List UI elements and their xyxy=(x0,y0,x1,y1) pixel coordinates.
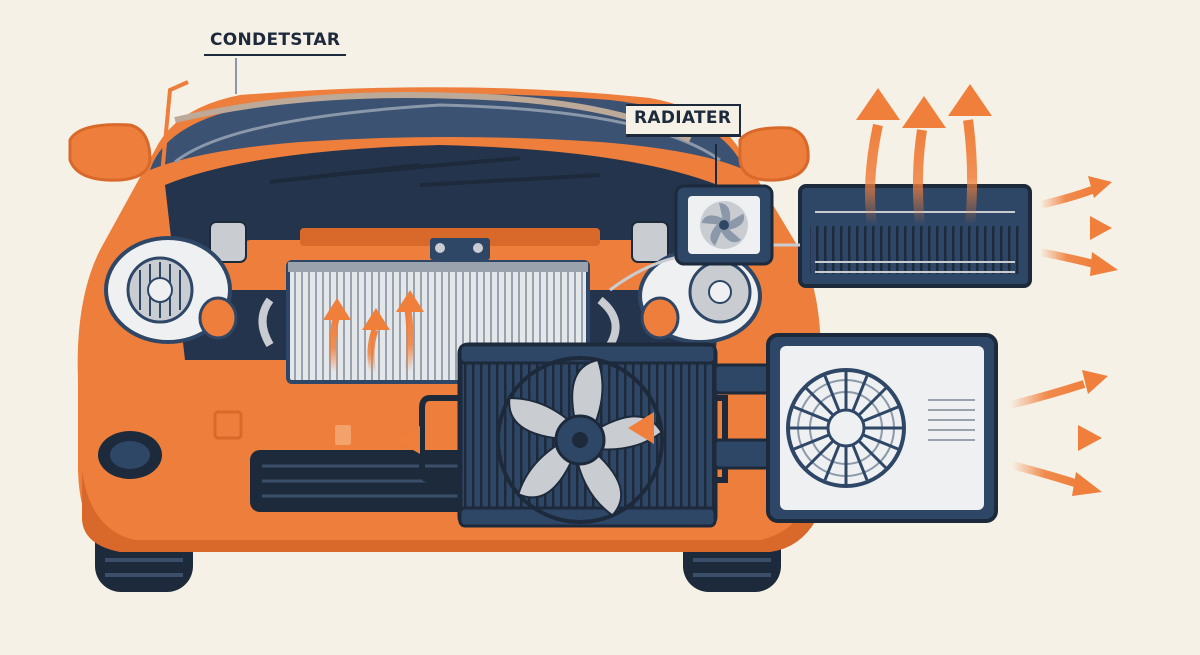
airflow-arrow-icon xyxy=(902,96,946,226)
airflow-arrow-icon xyxy=(1039,176,1112,209)
condenser-label: CONDETSTAR xyxy=(204,28,347,56)
airflow-arrow-icon xyxy=(1012,425,1102,451)
main-radiator-fan xyxy=(419,342,772,528)
airflow-arrow-icon xyxy=(1039,248,1118,276)
fan-icon xyxy=(700,201,748,249)
airflow-arrow-icon xyxy=(396,290,424,373)
hood xyxy=(150,94,745,170)
condenser-fan-unit xyxy=(766,333,998,523)
airflow-arrow-icon xyxy=(856,88,900,226)
fan-module-small xyxy=(609,184,800,292)
airflow-arrow-icon xyxy=(628,412,720,444)
airflow-arrow-icon xyxy=(362,308,390,373)
airflow-arrow-icon xyxy=(323,298,351,373)
radiator-unit xyxy=(798,184,1032,288)
airflow-arrows xyxy=(323,84,1118,496)
airflow-arrow-icon xyxy=(948,84,992,226)
left-headlight xyxy=(104,236,238,344)
right-mirror xyxy=(738,126,810,182)
airflow-arrow-icon xyxy=(1009,370,1108,409)
airflow-arrow-icon xyxy=(396,426,470,454)
left-mirror xyxy=(68,123,152,182)
fan-icon xyxy=(786,368,906,488)
airflow-arrow-icon xyxy=(1040,216,1112,240)
radiator-label: RADIATER xyxy=(626,104,742,137)
fan-icon xyxy=(496,356,664,524)
airflow-arrow-icon xyxy=(1010,461,1102,496)
